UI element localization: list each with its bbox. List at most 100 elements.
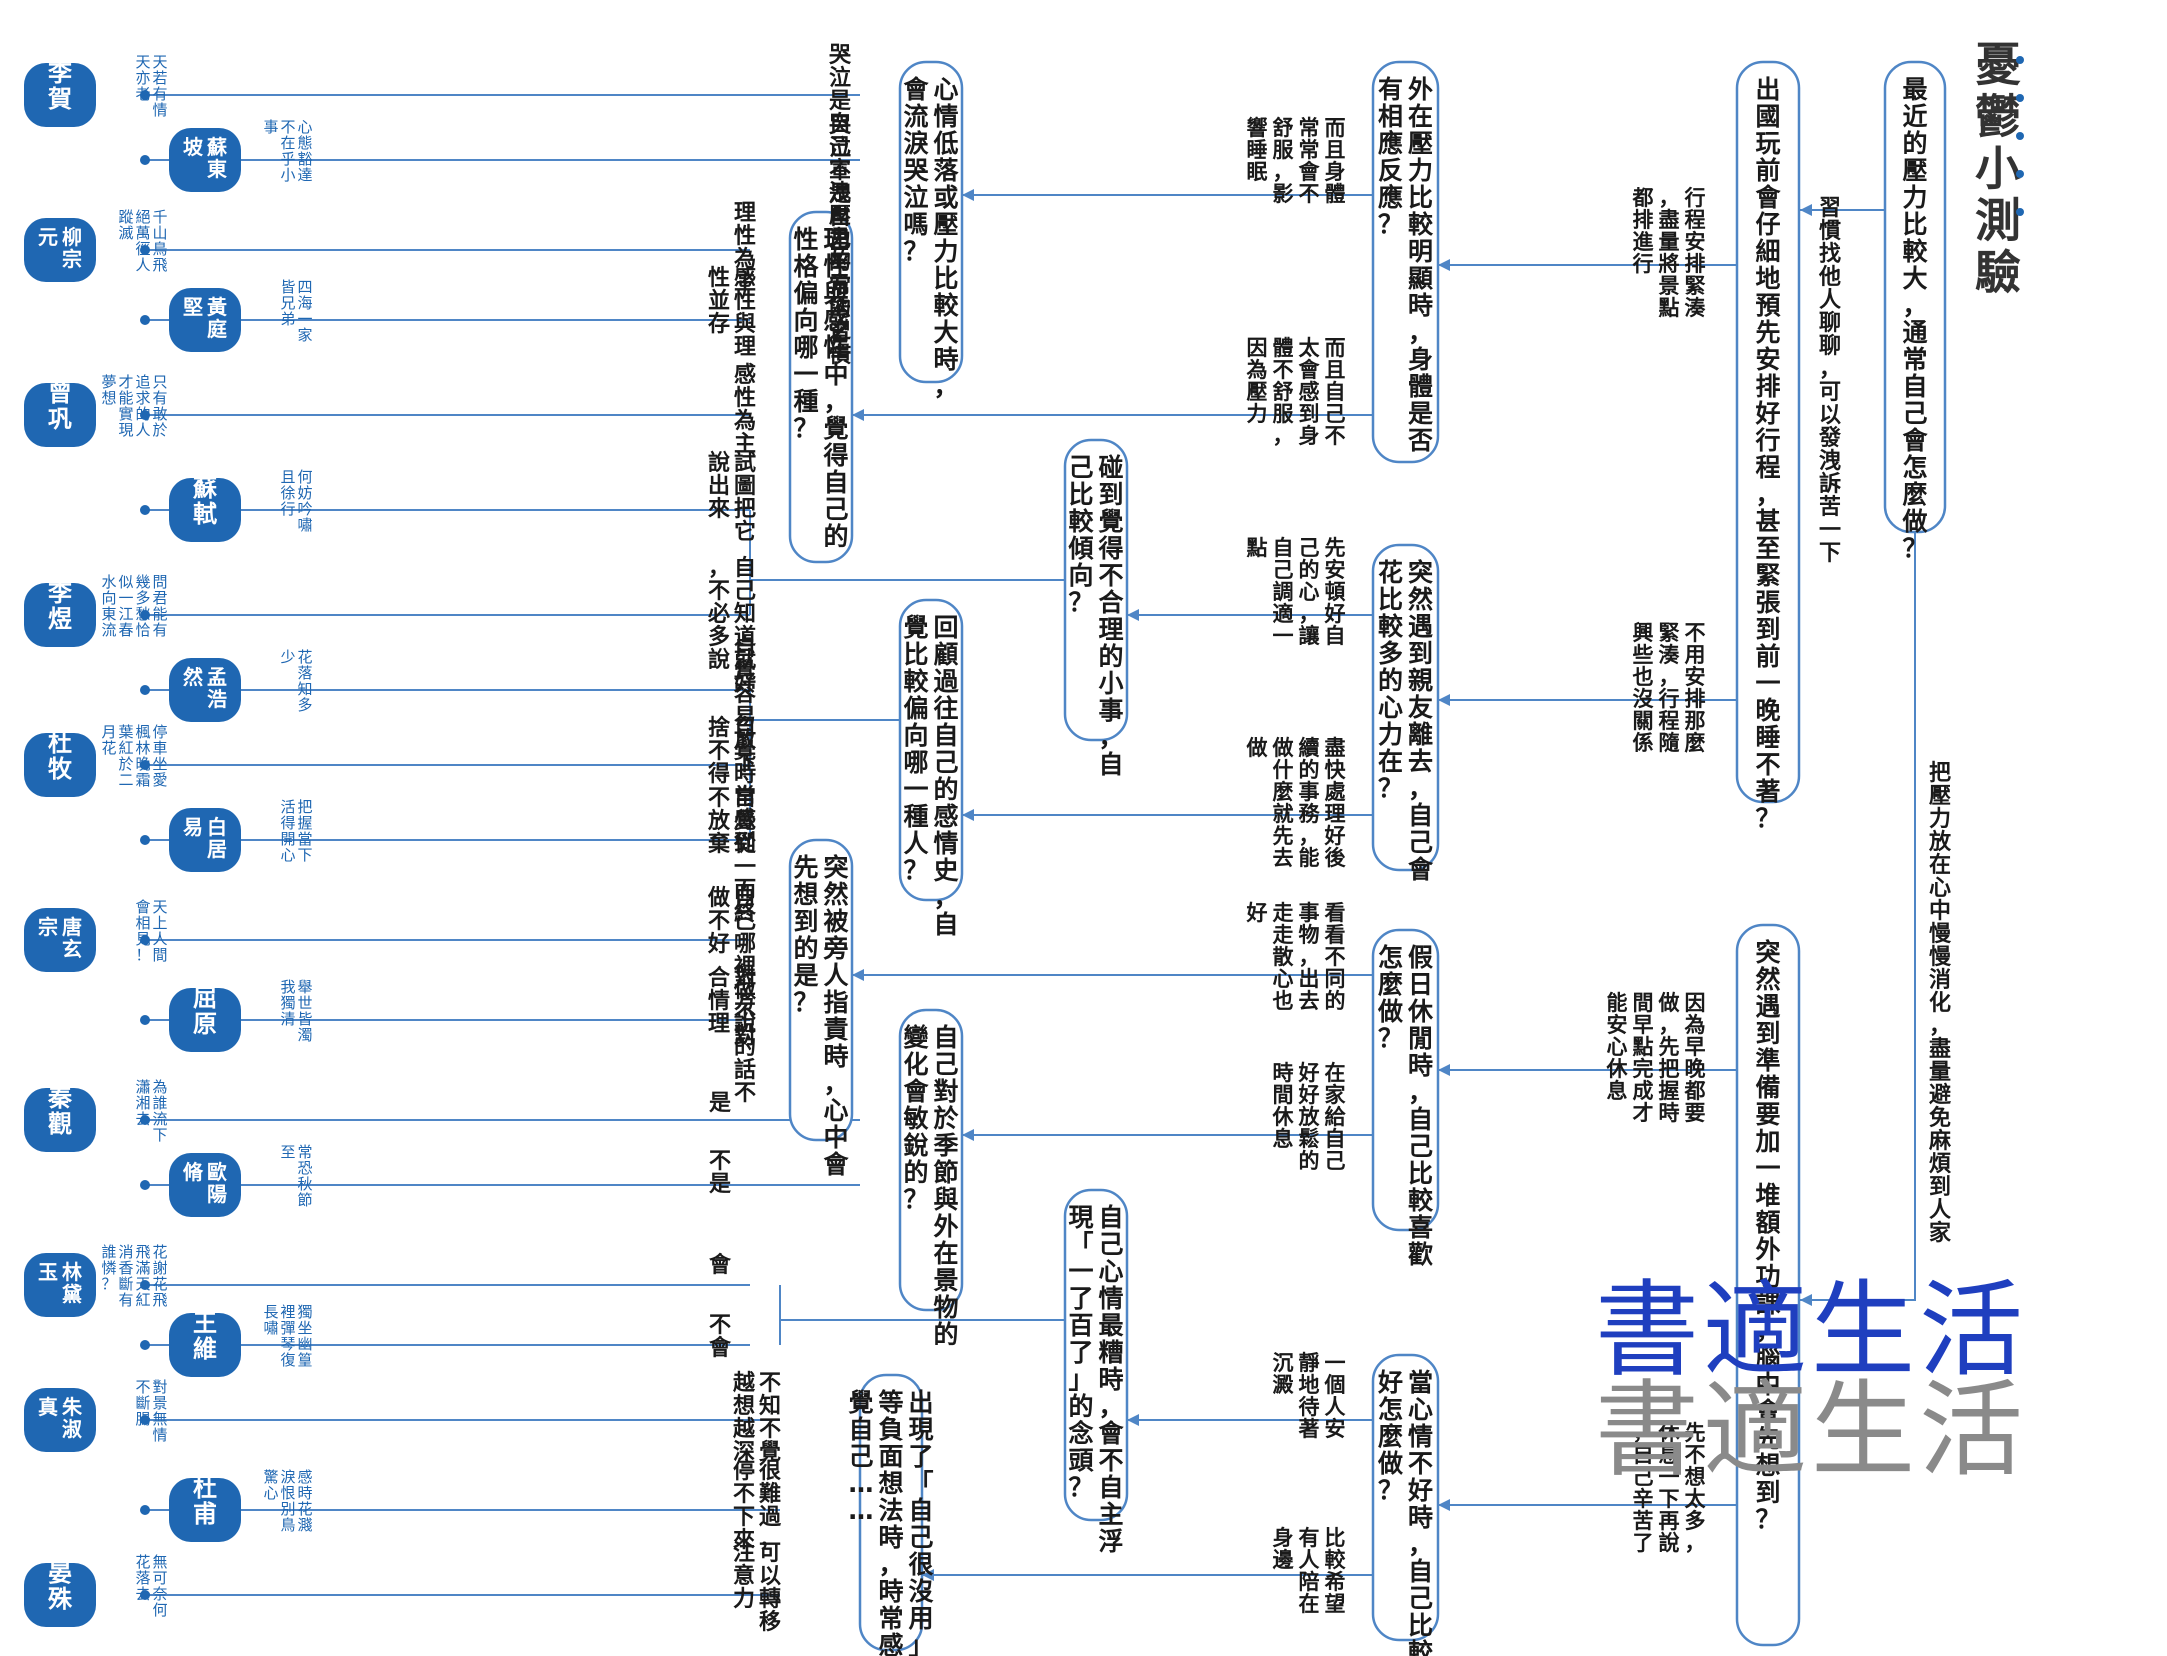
char: 停 bbox=[152, 723, 167, 741]
char: 壓 bbox=[1929, 784, 1951, 809]
char: 離 bbox=[1408, 720, 1433, 749]
poet-name: 王維 bbox=[193, 1309, 217, 1363]
char: 百 bbox=[1068, 1311, 1093, 1340]
char: 是 bbox=[829, 182, 851, 207]
char: 間 bbox=[152, 946, 167, 964]
char: 了 bbox=[1633, 1531, 1654, 1555]
arrow-head-icon bbox=[852, 409, 864, 421]
char: … bbox=[849, 1469, 874, 1498]
char: 時 bbox=[1273, 1061, 1294, 1085]
char: 只 bbox=[152, 373, 167, 391]
char: 王 bbox=[193, 1309, 217, 1337]
char: 息 bbox=[1607, 1079, 1628, 1103]
char: 於 bbox=[933, 1104, 959, 1133]
char: 也 bbox=[1273, 989, 1294, 1013]
char: 隨 bbox=[1659, 731, 1680, 755]
char: 功 bbox=[1755, 1262, 1780, 1291]
char: 家 bbox=[1929, 1220, 1952, 1246]
char: 唐 bbox=[62, 915, 82, 939]
char: ！ bbox=[135, 946, 150, 964]
char: 息 bbox=[1659, 1443, 1680, 1467]
char: 哪 bbox=[793, 333, 818, 362]
char: 做 bbox=[1272, 736, 1294, 760]
char: 不 bbox=[1325, 424, 1346, 448]
branch-labels: 習慣找他人聊聊，可以發洩訴苦一下把壓力放在心中慢慢消化，盡量避免麻煩到人家行程安… bbox=[1246, 116, 1952, 1616]
char: 陽 bbox=[207, 1182, 227, 1206]
char: 安 bbox=[1607, 1013, 1628, 1037]
char: 怎 bbox=[1378, 1395, 1403, 1424]
char: 服 bbox=[1273, 402, 1295, 426]
char: 睡 bbox=[1755, 723, 1780, 752]
char: 緊 bbox=[1755, 561, 1780, 590]
char: 性 bbox=[734, 386, 756, 411]
char: 二 bbox=[118, 771, 133, 789]
char: 找 bbox=[1819, 242, 1841, 267]
char: 人 bbox=[1819, 288, 1841, 313]
poet-badge bbox=[169, 988, 241, 1052]
char: 想 bbox=[878, 1469, 903, 1498]
char: 海 bbox=[297, 294, 312, 312]
char: 覺 bbox=[758, 1440, 781, 1465]
char: 浩 bbox=[207, 687, 227, 711]
question-box-frame bbox=[1063, 438, 1129, 742]
connector-dot-icon bbox=[140, 245, 150, 255]
char: 維 bbox=[193, 1335, 217, 1363]
char: 的 bbox=[135, 405, 150, 423]
char: 前 bbox=[1755, 156, 1780, 185]
char: 心 bbox=[1299, 580, 1320, 604]
char: 力 bbox=[829, 227, 851, 252]
char: 飛 bbox=[152, 256, 167, 274]
char: 季 bbox=[933, 1131, 958, 1160]
watermark-blue: 書適生活 bbox=[1595, 1269, 2028, 1391]
char: 萬 bbox=[135, 224, 150, 242]
char: 情 bbox=[933, 102, 958, 131]
char: 夢 bbox=[101, 373, 116, 391]
char: 休 bbox=[1658, 1421, 1681, 1445]
char: 進 bbox=[1633, 230, 1654, 254]
char: 國 bbox=[1755, 102, 1780, 131]
char: 同 bbox=[1325, 967, 1346, 991]
char: 麼 bbox=[1273, 780, 1294, 804]
char: 好 bbox=[1298, 1061, 1320, 1085]
char: 濁 bbox=[297, 1026, 312, 1044]
char: 上 bbox=[152, 914, 167, 932]
char: 落 bbox=[135, 1569, 150, 1587]
char: 都 bbox=[1632, 186, 1654, 210]
char: 滅 bbox=[118, 224, 133, 242]
char: 蘇 bbox=[193, 474, 217, 502]
char: 力 bbox=[1378, 720, 1403, 749]
char: 不 bbox=[280, 118, 295, 136]
question-box-frame bbox=[898, 1008, 964, 1312]
char: 時 bbox=[1408, 1051, 1433, 1080]
poet-name: 杜甫 bbox=[193, 1474, 217, 1528]
char: 以 bbox=[1819, 403, 1841, 428]
char: 現 bbox=[908, 1415, 933, 1444]
char: 日 bbox=[1408, 970, 1433, 999]
char: 自 bbox=[734, 885, 756, 911]
char: 較 bbox=[1408, 1186, 1434, 1215]
char: 完 bbox=[1633, 1057, 1654, 1081]
char: 身 bbox=[1325, 160, 1346, 184]
poet-badge bbox=[24, 583, 96, 647]
char: 力 bbox=[1408, 156, 1433, 185]
char: 用 bbox=[908, 1604, 933, 1633]
char: 舉 bbox=[297, 978, 312, 996]
char: 然 bbox=[1755, 965, 1780, 994]
char: 柳 bbox=[62, 225, 82, 249]
char: 很 bbox=[908, 1550, 933, 1579]
char: 事 bbox=[1098, 696, 1123, 725]
char: 身 bbox=[1299, 424, 1320, 448]
char: 務 bbox=[1299, 802, 1321, 826]
char: 脩 bbox=[182, 1160, 204, 1184]
char: 心 bbox=[1273, 967, 1294, 991]
char: 是 bbox=[709, 1172, 731, 1197]
char: 謝 bbox=[152, 1259, 167, 1277]
